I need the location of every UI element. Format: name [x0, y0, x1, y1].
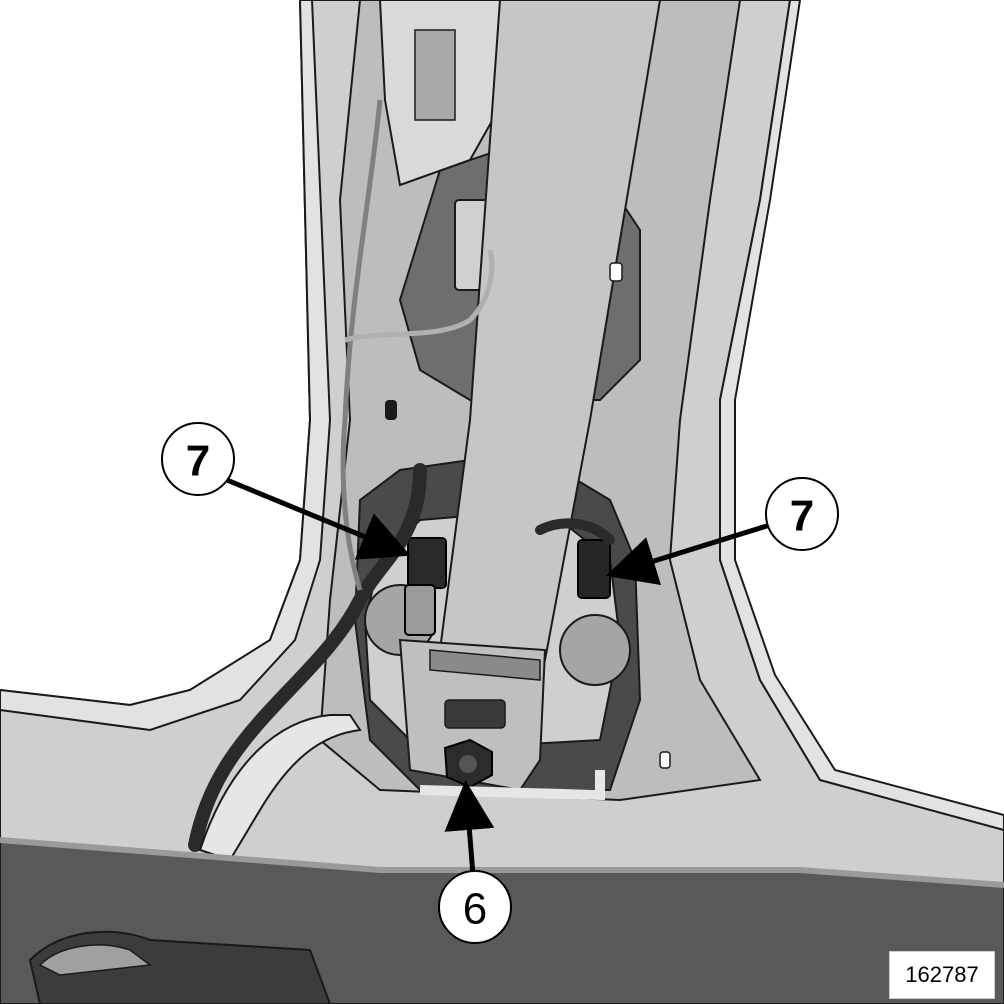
top-clip: [414, 29, 456, 121]
callout-6-label: 6: [463, 885, 487, 934]
arrow-6: [444, 780, 495, 876]
arrow-left-7: [221, 475, 411, 560]
reference-number: 162787: [889, 951, 995, 999]
anchor-nut-center: [459, 755, 477, 773]
pillar-outer-flange: [0, 0, 332, 732]
left-connector-plug: [404, 584, 436, 636]
sill-top-edge: [0, 837, 1004, 888]
left-connector: [407, 537, 447, 589]
tab-hole-right: [659, 751, 671, 769]
sill-slot: [38, 944, 152, 976]
callout-right-7: 7: [765, 477, 839, 551]
callout-6: 6: [438, 870, 512, 944]
wire-loop-upper: [340, 99, 383, 591]
arrow-right-7: [605, 522, 771, 585]
ratchet-teeth: [429, 649, 541, 681]
lower-rail-tube: [198, 714, 362, 862]
wire-loop-mid: [344, 249, 495, 343]
pillar-right-flange: [719, 0, 1004, 832]
tab-hole-left: [385, 400, 397, 420]
wire-harness-right: [535, 518, 615, 545]
callout-right-7-label: 7: [790, 492, 814, 541]
frame-slot: [444, 699, 506, 729]
retractor-spool-right: [559, 614, 631, 686]
right-connector: [577, 539, 611, 599]
callout-left-7-label: 7: [186, 437, 210, 486]
tab-hole-upper: [609, 262, 623, 282]
callout-left-7: 7: [161, 422, 235, 496]
